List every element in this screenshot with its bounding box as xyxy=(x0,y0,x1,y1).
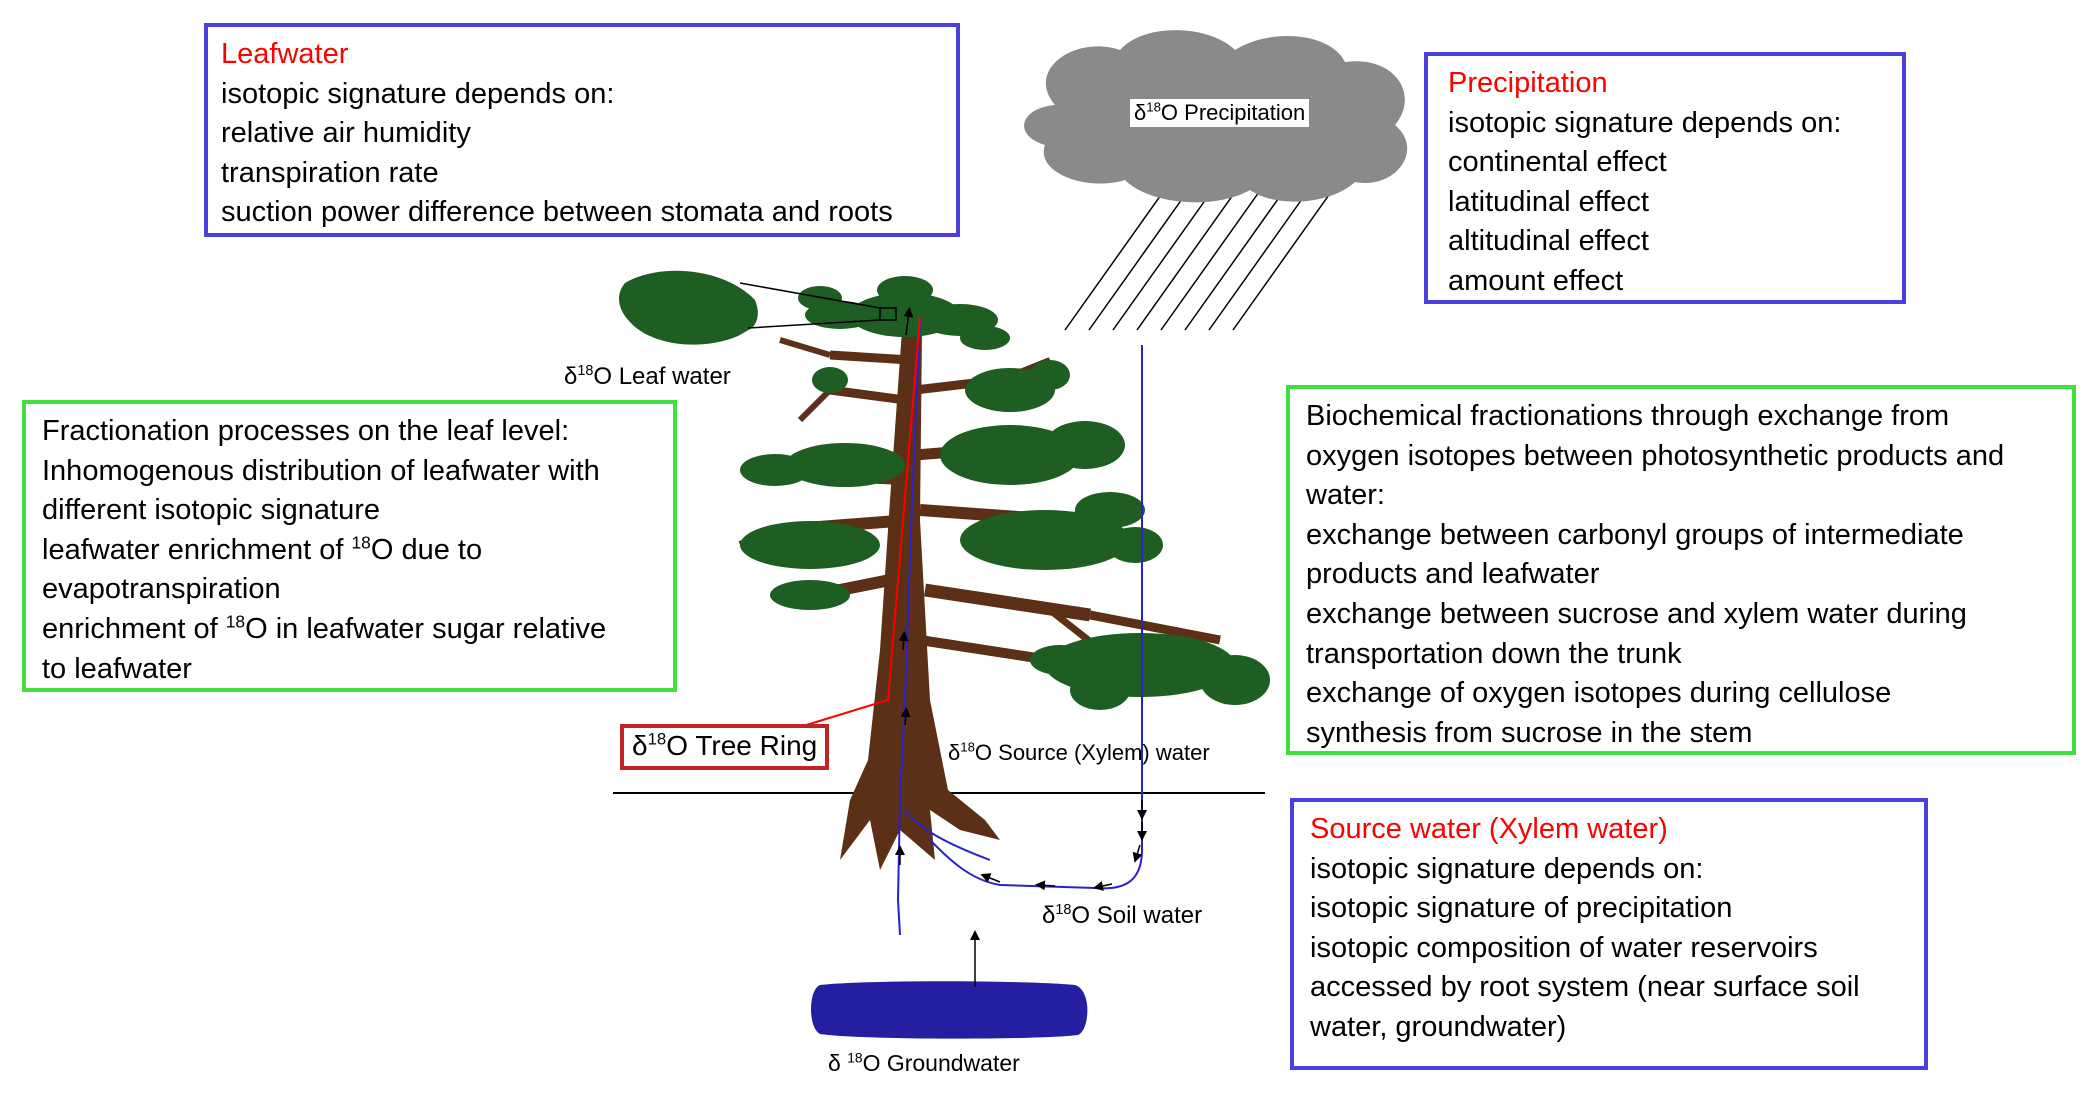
source-water-label: δ18O Source (Xylem) water xyxy=(948,739,1210,765)
leaf-fractionation-line: evapotranspiration xyxy=(42,573,281,606)
precipitation-line: altitudinal effect xyxy=(1448,225,1649,258)
leaf-pointer-lines xyxy=(739,282,897,329)
leafwater-line: suction power difference between stomata… xyxy=(221,196,893,229)
leaf-icon xyxy=(618,270,758,345)
leaf-fractionation-line: Fractionation processes on the leaf leve… xyxy=(42,415,570,447)
precipitation-label: δ18O Precipitation xyxy=(1130,99,1310,127)
tree-ring-pointer xyxy=(789,317,921,731)
source-water-line: isotopic composition of water reservoirs xyxy=(1310,931,1818,964)
leaf-fractionation-line: different isotopic signature xyxy=(42,494,381,527)
precipitation-line: continental effect xyxy=(1448,146,1667,179)
flow-arrows xyxy=(765,307,1147,987)
soil-water-label: δ18O Soil water xyxy=(1042,902,1203,929)
leafwater-line: transpiration rate xyxy=(221,156,439,189)
leafwater-line: relative air humidity xyxy=(221,117,471,150)
source-water-line: isotopic signature depends on: xyxy=(1310,852,1704,885)
precipitation-line: amount effect xyxy=(1448,264,1624,297)
biochemical-fractionation-box: Biochemical fractionations through excha… xyxy=(1286,385,2076,755)
biochemical-line: water: xyxy=(1306,479,1385,512)
biochemical-line: oxygen isotopes between photosynthetic p… xyxy=(1306,439,2005,472)
biochemical-line: exchange between sucrose and xylem water… xyxy=(1306,597,1967,630)
precipitation-line: isotopic signature depends on: xyxy=(1448,106,1842,139)
leaf-fractionation-line: leafwater enrichment of 18O due to xyxy=(42,532,483,566)
leaf-fractionation-line: to leafwater xyxy=(42,652,192,685)
leafwater-info-box: Leafwater isotopic signature depends on:… xyxy=(204,23,960,237)
biochemical-line: exchange of oxygen isotopes during cellu… xyxy=(1306,677,1892,710)
biochemical-line: Biochemical fractionations through excha… xyxy=(1306,400,1950,432)
leaf-fractionation-box: Fractionation processes on the leaf leve… xyxy=(22,400,677,692)
rain-lines xyxy=(1064,184,1337,331)
biochemical-line: exchange between carbonyl groups of inte… xyxy=(1306,518,1964,551)
groundwater-pool xyxy=(811,981,1088,1039)
leafwater-line: isotopic signature depends on: xyxy=(221,77,615,110)
precipitation-title: Precipitation xyxy=(1448,67,1608,99)
biochemical-line: products and leafwater xyxy=(1306,558,1600,591)
source-water-title: Source water (Xylem water) xyxy=(1310,813,1668,845)
tree-foliage xyxy=(740,276,1270,710)
source-water-line: accessed by root system (near surface so… xyxy=(1310,971,1860,1004)
precipitation-line: latitudinal effect xyxy=(1448,185,1649,218)
source-water-line: water, groundwater) xyxy=(1310,1010,1567,1043)
leaf-water-label: δ18O Leaf water xyxy=(564,363,731,390)
tree-ring-label: δ18O Tree Ring xyxy=(620,724,830,770)
precipitation-info-box: Precipitation isotopic signature depends… xyxy=(1424,52,1906,304)
leaf-fractionation-line: Inhomogenous distribution of leafwater w… xyxy=(42,454,600,487)
water-flow-path xyxy=(896,319,1143,936)
source-water-line: isotopic signature of precipitation xyxy=(1310,892,1733,925)
leaf-fractionation-line: enrichment of 18O in leafwater sugar rel… xyxy=(42,611,607,645)
leafwater-title: Leafwater xyxy=(221,38,349,70)
biochemical-line: transportation down the trunk xyxy=(1306,637,1682,670)
biochemical-line: synthesis from sucrose in the stem xyxy=(1306,716,1753,749)
source-water-info-box: Source water (Xylem water) isotopic sign… xyxy=(1290,798,1928,1070)
groundwater-label: δ 18O Groundwater xyxy=(828,1050,1020,1076)
